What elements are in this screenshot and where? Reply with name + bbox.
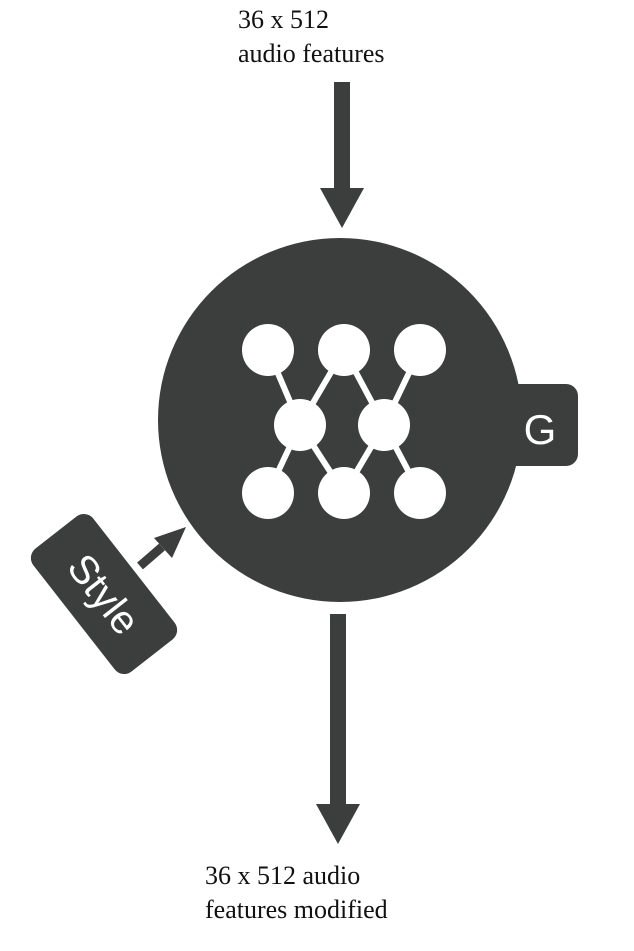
network-node — [394, 324, 446, 376]
network-nodes — [242, 324, 446, 519]
style-arrow-shaft — [137, 543, 165, 570]
network-node — [318, 324, 370, 376]
input-arrow-shaft — [334, 82, 350, 194]
network-node — [274, 399, 326, 451]
network-node — [394, 467, 446, 519]
network-node — [242, 467, 294, 519]
network-node — [242, 324, 294, 376]
input-arrow — [320, 82, 364, 228]
output-label: 36 x 512 audio features modified — [205, 859, 388, 927]
output-label-line2: features modified — [205, 895, 388, 924]
style-arrow-head — [154, 527, 186, 558]
style-arrow — [137, 527, 186, 570]
style-tag: Style — [30, 513, 178, 675]
generator-label: G — [524, 406, 557, 453]
input-label: 36 x 512 audio features — [238, 3, 385, 71]
output-label-line1: 36 x 512 audio — [205, 861, 361, 890]
output-arrow — [316, 614, 360, 844]
input-label-line2: audio features — [238, 39, 385, 68]
network-node — [318, 467, 370, 519]
style-tag-box — [30, 513, 178, 675]
output-arrow-shaft — [330, 614, 346, 810]
input-label-line1: 36 x 512 — [238, 5, 329, 34]
network-node — [358, 399, 410, 451]
output-arrow-head — [316, 804, 360, 844]
input-arrow-head — [320, 188, 364, 228]
generator-circle — [158, 238, 522, 602]
neural-network-icon — [242, 324, 446, 519]
